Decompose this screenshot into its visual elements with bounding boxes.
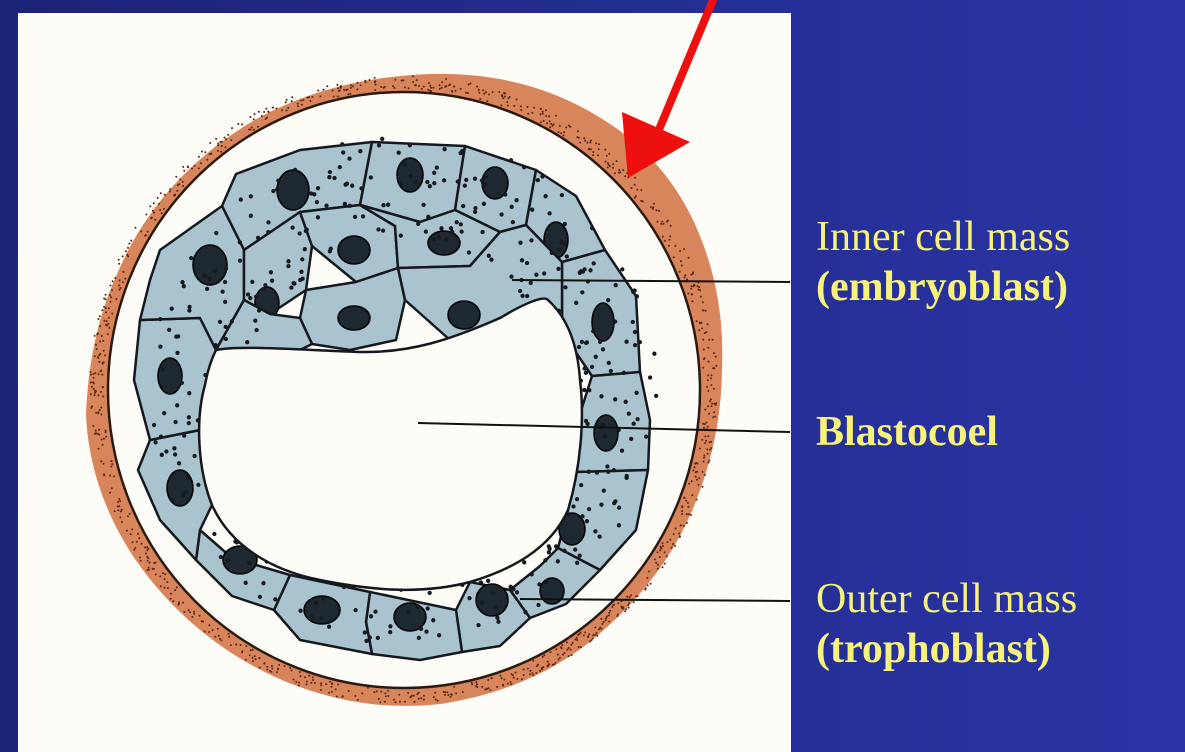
label-inner-cell-mass-line2: (embryoblast): [816, 262, 1070, 312]
cell-nucleus: [338, 306, 370, 330]
label-outer-cell-mass-line1: Outer cell mass: [816, 574, 1077, 624]
label-inner-cell-mass: Inner cell mass (embryoblast): [816, 212, 1070, 312]
cell-nucleus: [167, 470, 193, 506]
cell-nucleus: [592, 303, 614, 341]
label-inner-cell-mass-line1: Inner cell mass: [816, 212, 1070, 262]
red-arrow-icon: [622, 0, 713, 178]
label-outer-cell-mass: Outer cell mass (trophoblast): [816, 574, 1077, 674]
cell-nucleus: [476, 584, 508, 616]
label-blastocoel: Blastocoel: [816, 407, 998, 457]
cell-nucleus: [594, 415, 618, 451]
label-outer-cell-mass-line2: (trophoblast): [816, 624, 1077, 674]
cell-nucleus: [158, 358, 182, 394]
cell-nucleus: [277, 170, 309, 210]
cell-nucleus: [428, 231, 460, 255]
cell-nucleus: [338, 236, 370, 264]
cell-nucleus: [448, 301, 480, 329]
